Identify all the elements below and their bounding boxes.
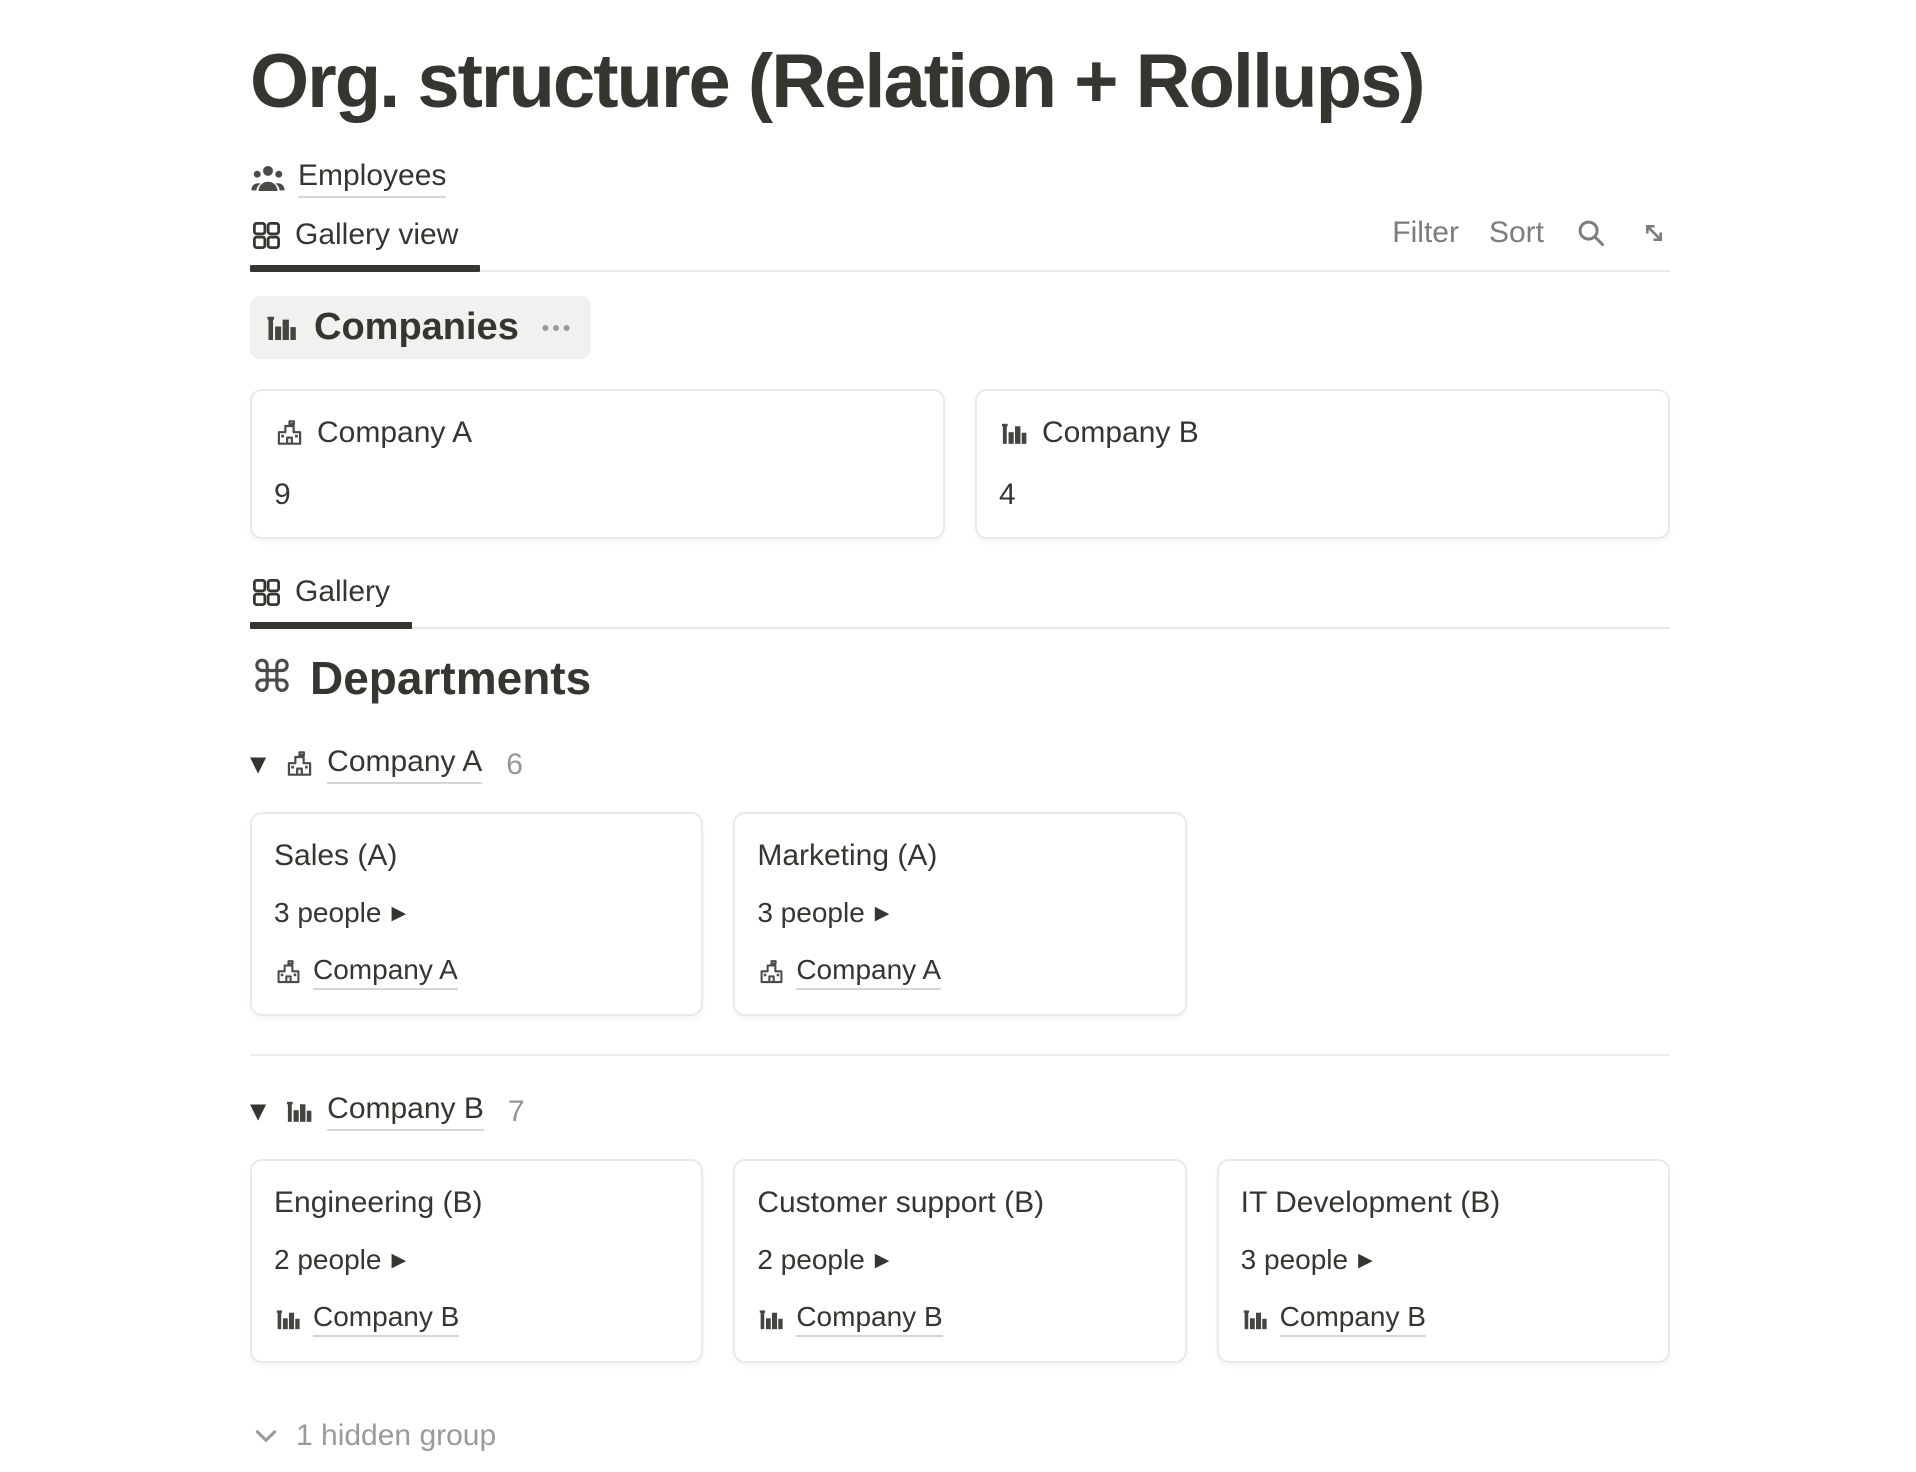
company-relation-label: Company B (1279, 1301, 1426, 1338)
hidden-group-toggle[interactable]: 1 hidden group (250, 1419, 496, 1453)
group-divider (250, 1054, 1670, 1057)
departments-card-grid-b: Engineering (B) 2 people ▶ Company B Cus… (250, 1159, 1670, 1364)
department-card-title: Sales (A) (274, 839, 398, 873)
department-card-title: Customer support (B) (757, 1186, 1045, 1220)
departments-section-title: Departments (310, 652, 592, 705)
company-relation-label: Company B (796, 1301, 943, 1338)
company-card[interactable]: Company B 4 (975, 389, 1670, 540)
departments-section-header: ⌘ Departments (250, 651, 1670, 705)
group-link-company-a[interactable]: Company A (284, 745, 483, 785)
tab-gallery[interactable]: Gallery (250, 575, 413, 630)
people-rollup: 2 people ▶ (274, 1243, 679, 1277)
company-card[interactable]: Company A 9 (250, 389, 945, 540)
view-toolbar: Gallery view Filter Sort (250, 216, 1670, 273)
company-relation-link[interactable]: Company B (1241, 1301, 1426, 1338)
company-relation-link[interactable]: Company A (274, 954, 458, 991)
people-rollup: 3 people ▶ (1241, 1243, 1646, 1277)
hidden-group-label: 1 hidden group (296, 1419, 497, 1453)
company-card-name: Company B (1042, 416, 1199, 450)
department-card[interactable]: Customer support (B) 2 people ▶ Company … (733, 1159, 1187, 1364)
company-relation-label: Company A (313, 954, 458, 991)
people-count: 3 people (274, 897, 382, 929)
search-icon[interactable] (1574, 216, 1608, 250)
tab-gallery-view[interactable]: Gallery view (250, 218, 481, 273)
people-rollup: 3 people ▶ (274, 896, 679, 930)
group-count: 6 (506, 747, 523, 781)
arrow-right-icon: ▶ (1358, 1248, 1373, 1271)
page-title: Org. structure (Relation + Rollups) (250, 39, 1426, 124)
people-count: 3 people (1240, 1244, 1349, 1276)
collapse-triangle-icon[interactable]: ▼ (250, 752, 267, 777)
command-icon: ⌘ (250, 652, 294, 704)
companies-section-header[interactable]: Companies (250, 296, 591, 360)
department-card[interactable]: IT Development (B) 3 people ▶ Company B (1216, 1159, 1670, 1364)
gallery-grid-icon (250, 219, 283, 252)
toolbar-actions: Filter Sort (1392, 216, 1670, 270)
school-icon (274, 958, 303, 987)
tab-label: Gallery (295, 575, 391, 609)
expand-diagonal-icon[interactable] (1638, 217, 1670, 249)
company-relation-label: Company A (796, 954, 942, 991)
department-card-title: Engineering (B) (274, 1186, 483, 1220)
factory-icon (274, 1305, 303, 1334)
company-relation-label: Company B (313, 1301, 460, 1338)
group-link-label: Company A (327, 745, 483, 785)
sort-button[interactable]: Sort (1488, 216, 1544, 250)
group-count: 7 (507, 1094, 525, 1128)
people-rollup: 2 people ▶ (757, 1243, 1162, 1277)
department-card[interactable]: Sales (A) 3 people ▶ Company A (250, 812, 704, 1017)
companies-section-title: Companies (314, 306, 519, 349)
collapse-triangle-icon[interactable]: ▼ (250, 1099, 267, 1124)
company-rollup-value: 4 (999, 478, 1016, 512)
factory-icon (757, 1305, 786, 1334)
filter-button[interactable]: Filter (1392, 216, 1459, 250)
school-icon (284, 749, 315, 780)
department-card[interactable]: Marketing (A) 3 people ▶ Company A (733, 812, 1187, 1017)
tab-label: Gallery view (295, 218, 459, 252)
company-rollup-value: 9 (274, 478, 291, 512)
employees-link[interactable]: Employees (250, 159, 447, 199)
departments-card-grid-a: Sales (A) 3 people ▶ Company A Marketing… (250, 812, 1670, 1017)
companies-card-grid: Company A 9 Company B 4 (250, 389, 1670, 540)
departments-view-toolbar: Gallery (250, 575, 1670, 630)
arrow-right-icon: ▶ (874, 1248, 890, 1271)
employees-link-label: Employees (298, 159, 447, 199)
ellipsis-icon[interactable] (539, 311, 573, 345)
school-icon (757, 958, 786, 987)
notion-page: Org. structure (Relation + Rollups) Empl… (250, 39, 1670, 1453)
factory-icon (1241, 1305, 1270, 1334)
arrow-right-icon: ▶ (874, 901, 890, 924)
arrow-right-icon: ▶ (391, 901, 407, 924)
group-link-company-b[interactable]: Company B (284, 1092, 484, 1132)
company-relation-link[interactable]: Company B (757, 1301, 943, 1338)
people-count: 3 people (757, 897, 865, 929)
company-card-name: Company A (317, 416, 473, 450)
department-card-title: IT Development (B) (1240, 1186, 1501, 1220)
group-link-label: Company B (327, 1092, 484, 1132)
department-card-title: Marketing (A) (757, 839, 938, 873)
people-rollup: 3 people ▶ (757, 896, 1162, 930)
school-icon (274, 418, 305, 449)
factory-icon (999, 418, 1030, 449)
company-relation-link[interactable]: Company B (274, 1301, 460, 1338)
people-count: 2 people (274, 1244, 382, 1276)
people-group-icon (250, 161, 286, 197)
arrow-right-icon: ▶ (391, 1248, 407, 1271)
factory-icon (284, 1096, 315, 1127)
group-header-company-b: ▼ Company B 7 (250, 1092, 1670, 1132)
chevron-down-icon (250, 1420, 282, 1452)
gallery-grid-icon (250, 576, 283, 609)
factory-icon (264, 310, 300, 346)
company-relation-link[interactable]: Company A (757, 954, 942, 991)
group-header-company-a: ▼ Company A 6 (250, 745, 1670, 785)
people-count: 2 people (757, 1244, 865, 1276)
department-card[interactable]: Engineering (B) 2 people ▶ Company B (250, 1159, 704, 1364)
